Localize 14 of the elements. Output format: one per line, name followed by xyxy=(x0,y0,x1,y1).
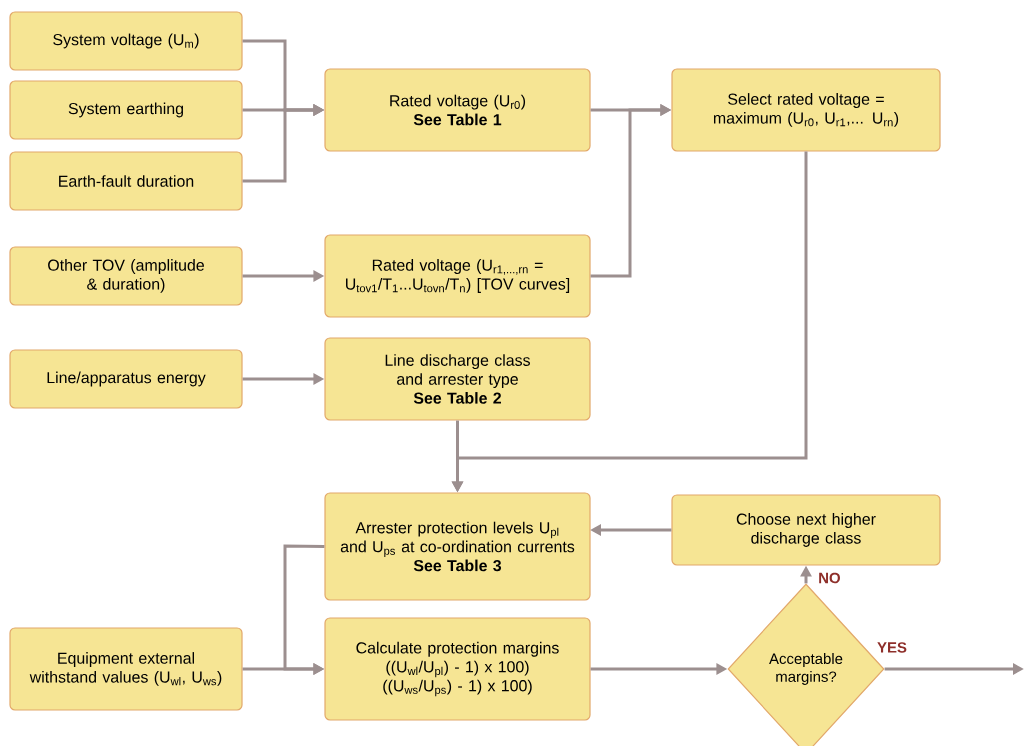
input-box: Line/apparatus energy xyxy=(9,349,243,409)
input-box: Other TOV (amplitude & duration) xyxy=(9,246,243,306)
process-box: Rated voltage (U$_{r0}$) See Table 1 xyxy=(324,68,591,152)
process-box: Choose next higher discharge class xyxy=(671,494,941,566)
input-box: System earthing xyxy=(9,80,243,140)
process-box: Rated voltage (U$_{r1,...,rn}$ = U$_{tov1}$/T$_{1}$...U$_{tovn}$/T$_{n}$) [TOV curves] xyxy=(324,234,591,318)
process-box: Select rated voltage = maximum (U$_{r0}$, U$_{r1}$,... U$_{rn}$) xyxy=(671,68,941,152)
edge-label: NO xyxy=(816,570,843,586)
input-box: Equipment external withstand values (U$_{wl}$, U$_{ws}$) xyxy=(9,627,243,711)
process-box: Calculate protection margins ((U$_{wl}$/U$_{pl}$) - 1) x 100) ((U$_{ws}$/U$_{ps}$) - 1) x 100) xyxy=(324,617,591,721)
process-box: Line discharge class and arrester type See Table 2 xyxy=(324,337,591,421)
process-box: Arrester protection levels U$_{pl}$ and U$_{ps}$ at co-ordination currents See Table 3 xyxy=(324,492,591,601)
input-box: Earth-fault duration xyxy=(9,151,243,211)
input-box: System voltage (U$_{m}$) xyxy=(9,11,243,71)
